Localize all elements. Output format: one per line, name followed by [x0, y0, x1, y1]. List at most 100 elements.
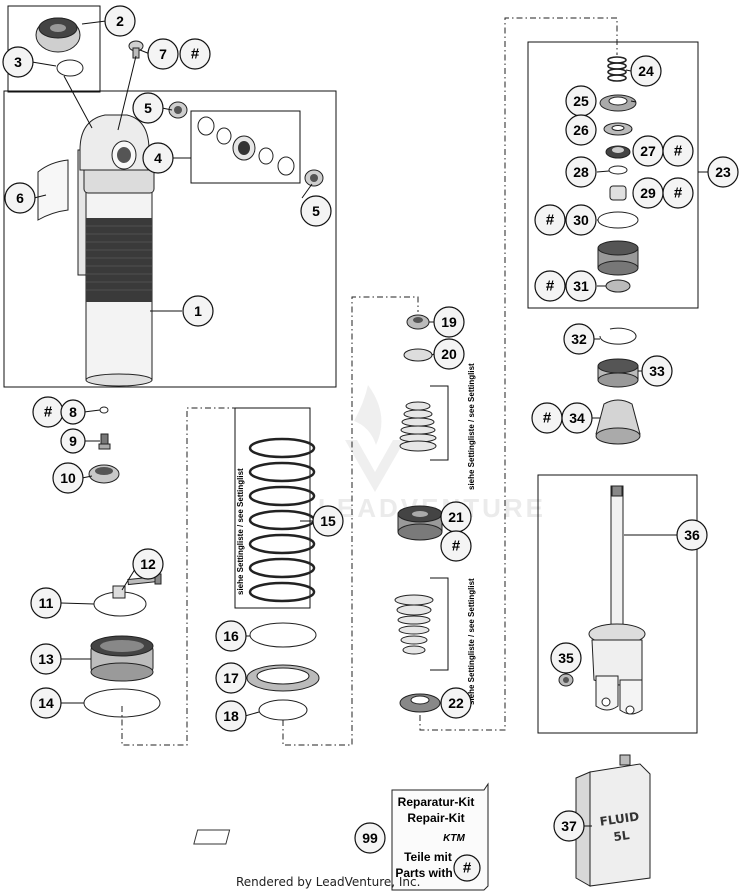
svg-text:12: 12: [140, 556, 156, 572]
callout-24: 24: [630, 55, 662, 87]
callout-36: 36: [676, 519, 708, 551]
part-8-seal-ring: [99, 406, 109, 414]
spring-settinglist-note: siehe Settingliste / see Settinglist: [236, 468, 245, 595]
svg-text:26: 26: [573, 122, 589, 138]
part-29-sleeve: [609, 185, 627, 201]
part-valve-housing: [597, 240, 639, 276]
part-24-spring: [607, 56, 627, 82]
svg-text:20: 20: [441, 346, 457, 362]
part-11-clamp: [93, 585, 147, 617]
callout-37: 37: [553, 810, 585, 842]
svg-text:11: 11: [39, 595, 54, 611]
callout-35: 35: [550, 642, 582, 674]
callout-29-hash: #: [662, 177, 694, 209]
callout-3: 3: [2, 46, 34, 78]
callout-34: 34: [561, 402, 593, 434]
callout-23: 23: [707, 156, 739, 188]
callout-20: 20: [433, 338, 465, 370]
part-18-washer: [258, 699, 308, 721]
callout-31-hash: #: [534, 270, 566, 302]
callout-4: 4: [142, 142, 174, 174]
svg-text:17: 17: [223, 670, 239, 686]
callout-28: 28: [565, 156, 597, 188]
callout-8-hash: #: [32, 396, 64, 428]
part-20-washer: [403, 348, 433, 362]
part-16-ring: [249, 622, 317, 648]
callout-13: 13: [30, 643, 62, 675]
frame-spring-note: [234, 407, 311, 609]
part-14-washer: [83, 688, 161, 718]
part-13-adjusting-nut: [90, 635, 154, 682]
kit-line3: Teile mit: [404, 850, 452, 864]
svg-text:14: 14: [38, 695, 54, 711]
svg-text:31: 31: [573, 278, 589, 294]
callout-99: 99: [354, 822, 386, 854]
svg-text:33: 33: [649, 363, 665, 379]
callout-21-hash: #: [440, 530, 472, 562]
svg-text:7: 7: [159, 46, 167, 62]
part-3-o-ring: [56, 59, 84, 77]
svg-text:27: 27: [640, 143, 656, 159]
part-27-bushing: [605, 145, 631, 159]
part-26-disc: [603, 122, 633, 136]
part-33-sealing-head: [597, 358, 639, 388]
callout-30: 30: [565, 204, 597, 236]
callout-6: 6: [4, 182, 36, 214]
svg-text:6: 6: [16, 190, 24, 206]
part-10-cap: [88, 464, 120, 484]
part-28-ring: [608, 165, 628, 175]
svg-text:1: 1: [194, 303, 202, 319]
callout-16: 16: [215, 620, 247, 652]
callout-31: 31: [565, 270, 597, 302]
svg-text:#: #: [191, 46, 200, 63]
part-37-fluid-can: FLUID 5L: [575, 754, 651, 887]
callout-11: 11: [30, 587, 62, 619]
kit-hash-badge: #: [453, 854, 481, 882]
shock-absorber-body: [77, 114, 155, 387]
svg-text:32: 32: [571, 331, 587, 347]
svg-text:23: 23: [715, 164, 731, 180]
part-7-screw: [128, 40, 144, 59]
frame-piston-rod: [537, 474, 698, 734]
upper-shim-settinglist-note: siehe Settingliste / see Settinglist: [467, 363, 476, 490]
callout-18: 18: [215, 700, 247, 732]
svg-text:24: 24: [638, 63, 654, 79]
part-32-circlip: [599, 327, 637, 345]
svg-text:37: 37: [561, 818, 577, 834]
callout-5-lower: 5: [300, 195, 332, 227]
part-30-o-ring: [597, 211, 639, 229]
frame-seal-kit: [7, 5, 101, 93]
svg-text:8: 8: [69, 404, 77, 420]
svg-text:15: 15: [320, 513, 336, 529]
svg-text:16: 16: [223, 628, 239, 644]
callout-1: 1: [182, 295, 214, 327]
callout-5-upper: 5: [132, 92, 164, 124]
svg-text:9: 9: [69, 433, 77, 449]
svg-text:10: 10: [60, 470, 76, 486]
callout-2: 2: [104, 5, 136, 37]
callout-33: 33: [641, 355, 673, 387]
part-22-bearing-washer: [399, 693, 441, 713]
shim-stack-lower: [394, 594, 434, 655]
svg-text:4: 4: [154, 150, 162, 166]
svg-text:#: #: [546, 212, 555, 229]
callout-27: 27: [632, 135, 664, 167]
lower-shim-settinglist-note: siehe Settingliste / see Settinglist: [467, 578, 476, 705]
callout-8: 8: [60, 399, 86, 425]
callout-34-hash: #: [531, 402, 563, 434]
callout-7-hash: #: [179, 38, 211, 70]
svg-text:#: #: [546, 278, 555, 295]
connector-lines: [121, 17, 618, 746]
svg-text:5: 5: [144, 100, 152, 116]
part-19-nut: [406, 314, 430, 330]
callout-25: 25: [565, 85, 597, 117]
callout-27-hash: #: [662, 135, 694, 167]
svg-text:3: 3: [14, 54, 22, 70]
svg-text:#: #: [44, 404, 53, 421]
svg-text:#: #: [674, 143, 683, 160]
fluid-label-line1: FLUID: [599, 809, 640, 828]
svg-text:2: 2: [116, 13, 124, 29]
svg-text:25: 25: [573, 93, 589, 109]
callout-12: 12: [132, 548, 164, 580]
shim-stack-upper: [399, 401, 437, 452]
